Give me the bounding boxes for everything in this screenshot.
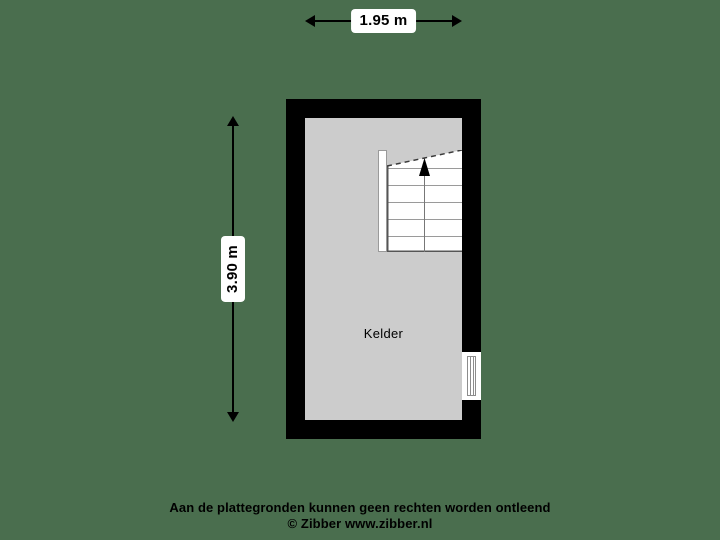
dimension-horizontal-label: 1.95 m	[350, 9, 417, 33]
building-walls: Kelder	[286, 99, 481, 439]
window-glazing	[467, 356, 476, 396]
arrow-right-icon	[452, 15, 462, 27]
arrow-up-icon	[227, 116, 239, 126]
staircase	[387, 150, 462, 252]
footer-disclaimer: Aan de plattegronden kunnen geen rechten…	[0, 500, 720, 532]
footer-line-1: Aan de plattegronden kunnen geen rechten…	[169, 500, 551, 515]
dimension-vertical: 3.90 m	[221, 116, 245, 422]
room-label-kelder: Kelder	[363, 326, 404, 341]
arrow-down-icon	[227, 412, 239, 422]
window-right-wall	[462, 352, 481, 400]
stair-balustrade	[378, 150, 387, 252]
dimension-vertical-label: 3.90 m	[221, 236, 245, 302]
arrow-left-icon	[305, 15, 315, 27]
dimension-horizontal: 1.95 m	[305, 9, 462, 33]
footer-line-2: © Zibber www.zibber.nl	[287, 516, 433, 531]
